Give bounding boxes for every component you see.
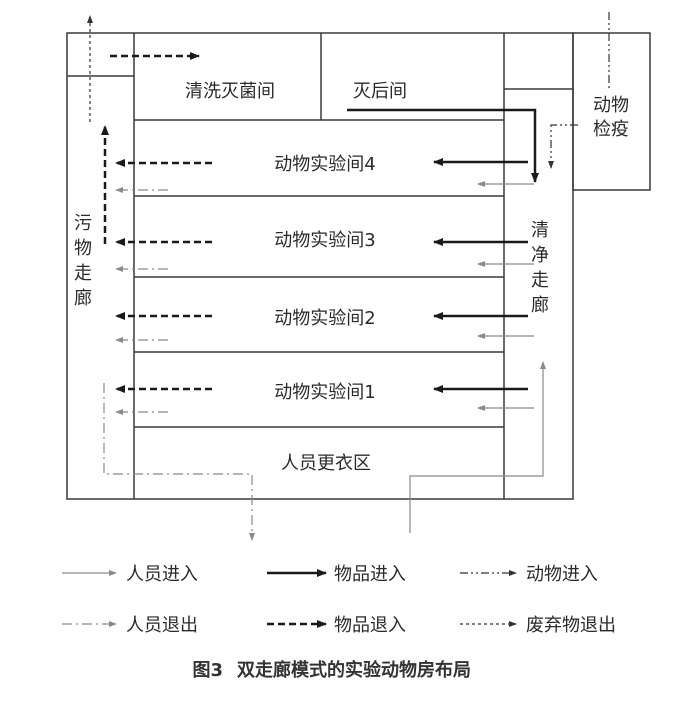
legend: 人员进入 物品进入 动物进入 人员退出 物品退入 废弃物退出 (62, 564, 616, 636)
quarantine-label-line2: 检疫 (593, 119, 629, 140)
svg-text:走: 走 (74, 263, 92, 284)
figure-title: 双走廊模式的实验动物房布局 (237, 659, 471, 681)
svg-text:人员退出: 人员退出 (126, 615, 198, 636)
building-outline (66, 32, 574, 500)
dirty-corridor-label: 污 物 走 廊 (74, 213, 92, 309)
quarantine-room-outline (572, 32, 651, 191)
lab2-label: 动物实验间2 (274, 308, 375, 329)
staff-out-arrows (103, 187, 255, 541)
goods-out-arrows (101, 52, 212, 393)
svg-text:废弃物退出: 废弃物退出 (526, 615, 616, 636)
animal-in-arrows (548, 12, 610, 169)
lab3-label: 动物实验间3 (274, 230, 375, 251)
legend-goods-out: 物品退入 (267, 615, 406, 636)
svg-text:廊: 廊 (74, 288, 92, 309)
legend-animal-in: 动物进入 (460, 564, 598, 585)
svg-text:物品进入: 物品进入 (334, 564, 406, 585)
svg-text:物品退入: 物品退入 (334, 615, 406, 636)
clean-corridor-label: 清 净 走 廊 (531, 220, 549, 316)
cleaning-room-label: 清洗灭菌间 (185, 81, 275, 102)
svg-text:物: 物 (74, 238, 92, 259)
changing-area-label: 人员更衣区 (281, 453, 371, 474)
legend-staff-out: 人员退出 (62, 615, 198, 636)
floor-plan-walls (66, 32, 651, 500)
svg-text:清: 清 (531, 220, 549, 241)
svg-text:人员进入: 人员进入 (126, 564, 198, 585)
lab1-label: 动物实验间1 (274, 382, 375, 403)
svg-text:净: 净 (531, 245, 549, 266)
staff-in-arrows (409, 181, 546, 533)
legend-waste-out: 废弃物退出 (460, 615, 616, 636)
legend-goods-in: 物品进入 (267, 564, 406, 585)
post-sterile-room-label: 灭后间 (353, 81, 407, 102)
figure-caption: 图3 双走廊模式的实验动物房布局 (192, 659, 471, 681)
svg-text:污: 污 (74, 213, 92, 234)
legend-staff-in: 人员进入 (62, 564, 198, 585)
svg-text:廊: 廊 (531, 295, 549, 316)
svg-text:动物进入: 动物进入 (526, 564, 598, 585)
svg-text:走: 走 (531, 270, 549, 291)
quarantine-label-line1: 动物 (593, 95, 629, 116)
goods-in-arrows (347, 108, 539, 393)
figure-number: 图3 (192, 660, 223, 681)
lab4-label: 动物实验间4 (274, 154, 375, 175)
